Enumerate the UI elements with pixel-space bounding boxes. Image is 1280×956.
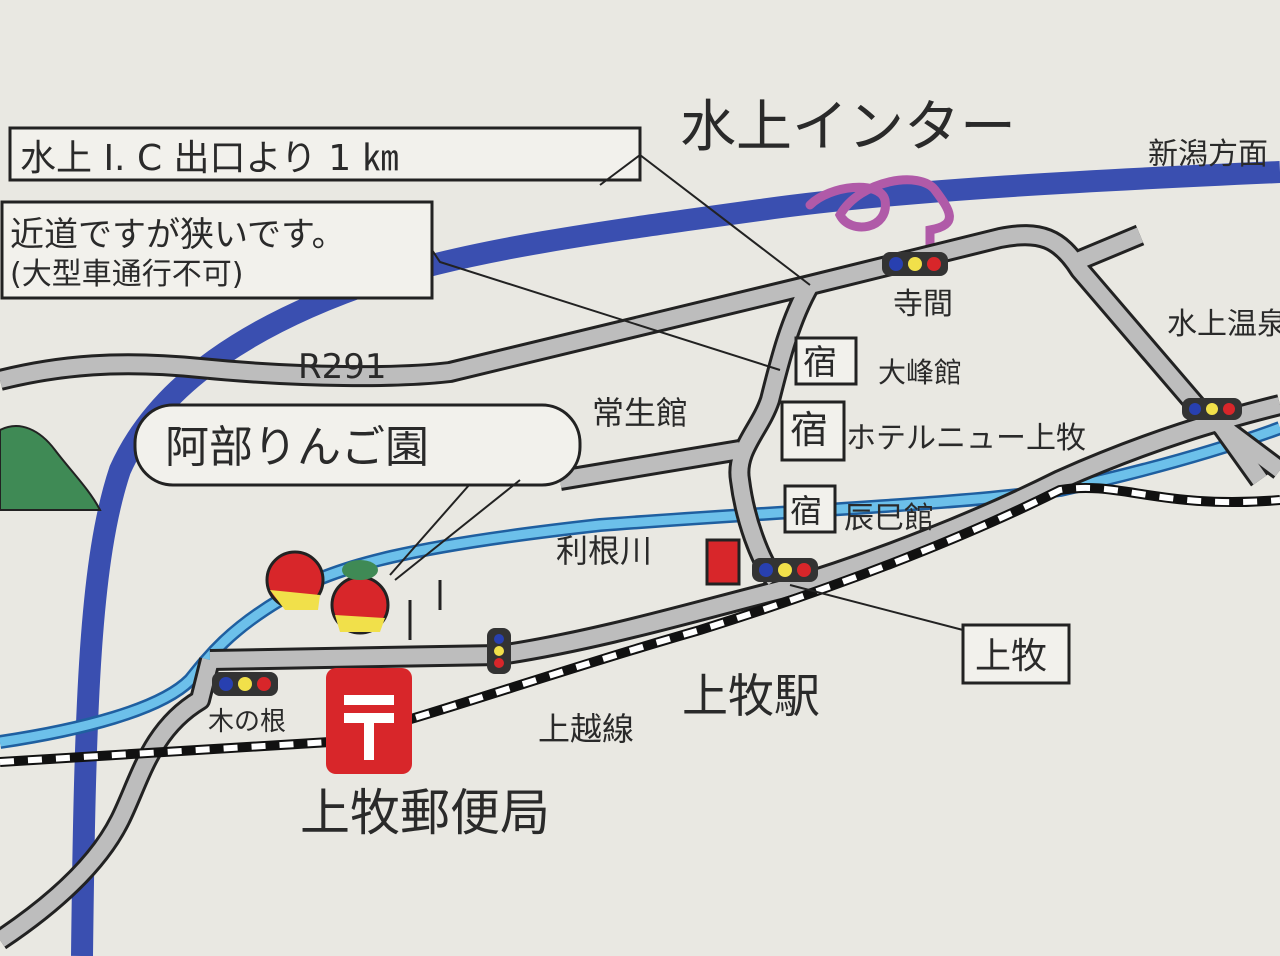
callout-shortcut: 近道ですが狭いです。 (大型車通行不可) [0, 200, 781, 371]
inn-tatsumikan: 宿 辰巳館 [783, 484, 934, 536]
mountain-icon [0, 425, 102, 511]
apple-orchard-icon [265, 550, 390, 635]
inn-ohminekan: 宿 大峰館 [794, 336, 962, 389]
label-post-office: 上牧郵便局 [300, 784, 550, 842]
place-minakami-onsen: 水上温泉 [1167, 307, 1280, 342]
road-label-r291: R291 [298, 347, 387, 387]
inn-name: 大峰館 [878, 356, 962, 389]
shortcut-text-line1: 近道ですが狭いです。 [10, 215, 346, 255]
kamimoku-text: 上牧 [975, 636, 1047, 677]
orchard-name: 阿部りんご園 [165, 422, 429, 473]
label-kamimoku-station: 上牧駅 [682, 669, 820, 723]
ic-distance-text: 水上 I. C 出口より 1 ㎞ [20, 138, 399, 179]
inn-name: 辰巳館 [844, 501, 934, 536]
direction-niigata: 新潟方面 [1148, 137, 1268, 172]
callout-kamimoku: 上牧 [789, 584, 1071, 685]
callout-ic-distance: 水上 I. C 出口より 1 ㎞ [8, 126, 811, 286]
inn-icon: 宿 [803, 343, 837, 383]
place-kinone: 木の根 [208, 707, 286, 737]
inn-name: ホテルニュー上牧 [846, 421, 1086, 456]
shortcut-text-line2: (大型車通行不可) [10, 257, 243, 292]
roads [0, 224, 1280, 950]
place-joseikan: 常生館 [592, 394, 688, 432]
interchange-icon [805, 175, 954, 255]
callout-orchard: 阿部りんご園 [133, 403, 582, 581]
place-teraba: 寺間 [893, 287, 953, 322]
traffic-lights [212, 252, 1242, 696]
label-joetsu-line: 上越線 [538, 710, 634, 748]
place-tonegawa: 利根川 [556, 532, 652, 570]
gas-station-icon [705, 538, 741, 586]
inn-hotel-new-kamimoku: 宿 ホテルニュー上牧 [780, 400, 1086, 462]
map-title: 水上インター [680, 95, 1016, 160]
inn-icon: 宿 [790, 492, 822, 530]
post-office-icon [326, 668, 412, 774]
inn-icon: 宿 [790, 408, 828, 452]
railway-joetsu-line [0, 482, 1280, 767]
inn-list: 宿 大峰館 宿 ホテルニュー上牧 宿 辰巳館 [780, 336, 1086, 536]
